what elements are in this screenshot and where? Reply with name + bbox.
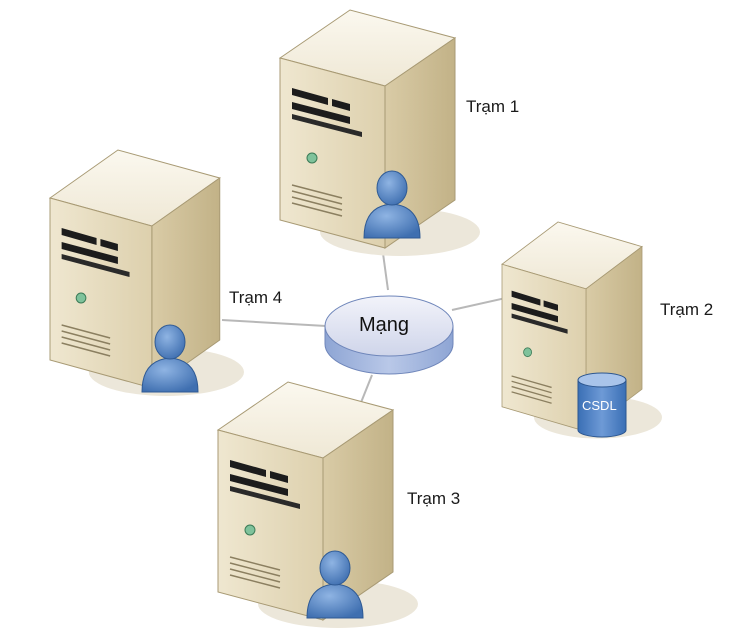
- label-network: Mạng: [359, 314, 410, 336]
- link-tram2: [451, 296, 511, 311]
- label-database: CSDL: [582, 398, 617, 413]
- label-tram1: Trạm 1: [466, 97, 520, 116]
- network-hub: [324, 295, 454, 375]
- server-tram4: [49, 149, 245, 397]
- label-tram3: Trạm 3: [407, 489, 461, 508]
- link-tram3: [359, 374, 373, 406]
- link-tram4: [221, 319, 327, 327]
- label-tram2: Trạm 2: [660, 300, 714, 319]
- database-icon: [577, 372, 627, 438]
- label-tram4: Trạm 4: [229, 288, 283, 307]
- connection-lines: [221, 245, 511, 406]
